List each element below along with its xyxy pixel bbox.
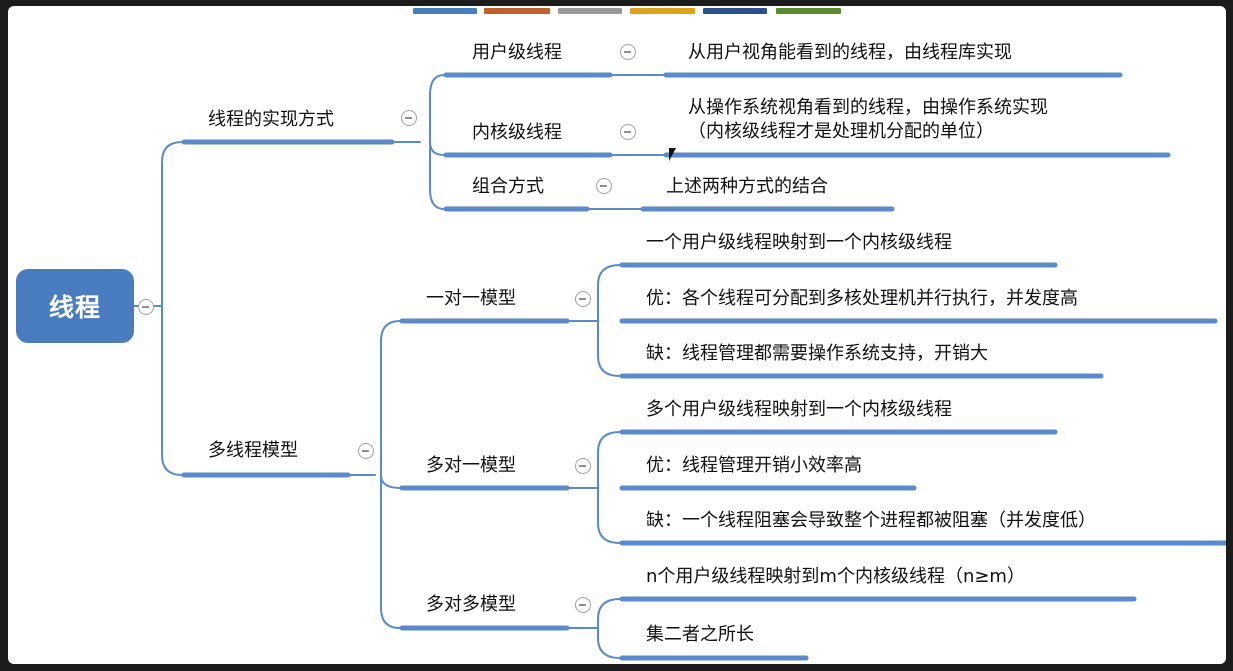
- collapse-icon-many-to-one[interactable]: [575, 458, 591, 474]
- note-many-to-one-pro[interactable]: 优：线程管理开销小效率高: [646, 455, 862, 476]
- theme-tab-orange[interactable]: [484, 8, 550, 14]
- note-one-to-one-pro[interactable]: 优：各个线程可分配到多核处理机并行执行，并发度高: [646, 288, 1078, 309]
- collapse-icon-combined[interactable]: [596, 178, 612, 194]
- note-many-to-one-mapping[interactable]: 多个用户级线程映射到一个内核级线程: [646, 399, 952, 420]
- node-user-level-thread[interactable]: 用户级线程: [472, 42, 562, 63]
- collapse-icon-user-thread[interactable]: [620, 44, 636, 60]
- branch-multithread-model[interactable]: 多线程模型: [208, 440, 298, 461]
- theme-tab-navy[interactable]: [703, 8, 767, 14]
- note-many-to-many-mapping[interactable]: n个用户级线程映射到m个内核级线程（n≥m）: [646, 566, 1025, 587]
- theme-tab-green[interactable]: [776, 8, 841, 14]
- connector-many-to-one: [566, 431, 621, 544]
- connector-many-to-many: [566, 598, 621, 659]
- note-many-to-one-con[interactable]: 缺：一个线程阻塞会导致整个进程都被阻塞（并发度低）: [646, 510, 1096, 531]
- root-node[interactable]: 线程: [16, 269, 134, 343]
- connector-lines: [133, 72, 1226, 661]
- node-combined-mode[interactable]: 组合方式: [472, 176, 544, 197]
- note-one-to-one-mapping[interactable]: 一个用户级线程映射到一个内核级线程: [646, 232, 952, 253]
- collapse-icon-branch-2[interactable]: [358, 443, 374, 459]
- node-kernel-level-thread[interactable]: 内核级线程: [472, 122, 562, 143]
- note-user-thread[interactable]: 从用户视角能看到的线程，由线程库实现: [688, 42, 1012, 63]
- mouse-cursor-icon: [669, 148, 676, 161]
- connector-one-to-one: [566, 264, 621, 377]
- theme-tab-yellow[interactable]: [630, 8, 695, 14]
- collapse-icon-root[interactable]: [138, 299, 154, 315]
- mind-map-canvas: 线程 线程的实现方式 多线程模型 用户级线程 内核级线程 组合方式 一对一模型 …: [8, 6, 1226, 664]
- collapse-icon-branch-1[interactable]: [401, 110, 417, 126]
- connector-branch-1-children: [429, 74, 445, 210]
- color-tabs: [8, 6, 1226, 18]
- connector-root-branches: [161, 141, 183, 476]
- connector-branch-2-children: [380, 320, 401, 629]
- node-one-to-one[interactable]: 一对一模型: [426, 288, 516, 309]
- collapse-icon-many-to-many[interactable]: [575, 597, 591, 613]
- theme-tab-blue[interactable]: [413, 8, 477, 14]
- branch-implementation[interactable]: 线程的实现方式: [208, 109, 334, 130]
- note-many-to-many-pro[interactable]: 集二者之所长: [646, 624, 754, 645]
- theme-tab-gray[interactable]: [558, 8, 622, 14]
- node-many-to-many[interactable]: 多对多模型: [426, 594, 516, 615]
- node-many-to-one[interactable]: 多对一模型: [426, 455, 516, 476]
- collapse-icon-kernel-thread[interactable]: [620, 124, 636, 140]
- collapse-icon-one-to-one[interactable]: [575, 291, 591, 307]
- note-one-to-one-con[interactable]: 缺：线程管理都需要操作系统支持，开销大: [646, 343, 988, 364]
- note-combined[interactable]: 上述两种方式的结合: [666, 176, 828, 197]
- note-kernel-thread[interactable]: 从操作系统视角看到的线程，由操作系统实现 （内核级线程才是处理机分配的单位）: [688, 97, 1048, 142]
